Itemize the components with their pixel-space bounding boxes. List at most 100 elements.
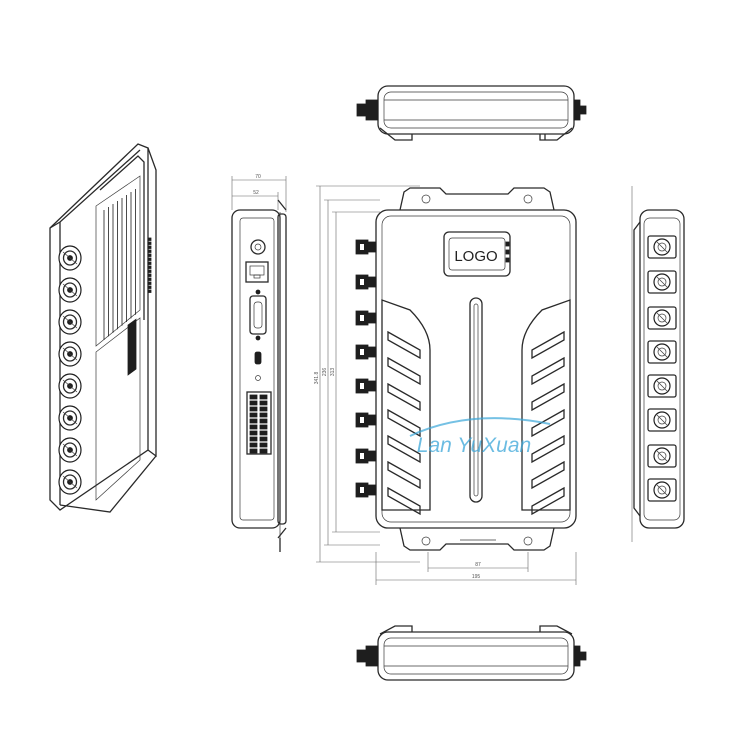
fin-right xyxy=(531,460,565,490)
io-side-body xyxy=(231,209,281,529)
terminal-pin xyxy=(259,430,268,436)
side-connector-icon xyxy=(647,374,677,398)
db9-serial-port-icon xyxy=(249,289,267,341)
dim-height-body: 313 xyxy=(330,368,336,377)
top-view-connector-right xyxy=(573,99,587,121)
io-side-view: 70 52 xyxy=(231,174,287,552)
fin-left xyxy=(387,460,421,490)
watermark: Lan YuXuan xyxy=(409,417,551,457)
terminal-pin xyxy=(259,436,268,442)
front-body-outline xyxy=(375,209,577,529)
gpio-terminal-block xyxy=(246,391,272,455)
antenna-connector-icon xyxy=(355,310,377,326)
side-connector-icon xyxy=(647,270,677,294)
antenna-connector-icon xyxy=(355,378,377,394)
terminal-frame xyxy=(246,391,272,455)
terminal-pin xyxy=(259,406,268,412)
antenna-connector-icon xyxy=(355,482,377,498)
dim-height-total: 341.8 xyxy=(314,372,320,385)
fin-right xyxy=(531,356,565,386)
watermark-text: Lan YuXuan xyxy=(417,434,531,457)
isometric-view xyxy=(49,143,157,513)
side-connector-icon xyxy=(647,306,677,330)
fin-left xyxy=(387,356,421,386)
left-fin-housing xyxy=(381,299,431,511)
terminal-pin xyxy=(259,394,268,400)
side-antenna-connectors xyxy=(647,235,677,502)
fin-left xyxy=(387,434,421,464)
terminal-pin xyxy=(249,406,258,412)
side-connector-icon xyxy=(647,408,677,432)
reset-hole-icon xyxy=(255,375,261,381)
vent-dot xyxy=(147,237,152,241)
terminal-pin xyxy=(259,412,268,418)
iso-connector-icon xyxy=(58,341,82,367)
fin-right xyxy=(531,330,565,360)
dim-top-left-b: 52 xyxy=(253,190,259,196)
iso-vent-dots xyxy=(147,237,152,293)
top-mount-hole-left xyxy=(421,194,431,204)
vent-dot xyxy=(147,281,152,285)
terminal-pin xyxy=(249,412,258,418)
vent-dot xyxy=(147,253,152,257)
terminal-pin xyxy=(249,430,258,436)
terminal-pin xyxy=(259,442,268,448)
vent-dot xyxy=(147,241,152,245)
terminal-pin xyxy=(249,436,258,442)
iso-label-area xyxy=(127,318,137,376)
terminal-pin xyxy=(249,418,258,424)
bottom-view-connector-right xyxy=(573,645,587,667)
iso-heatsink-fins xyxy=(103,189,136,340)
side-connector-icon xyxy=(647,444,677,468)
iso-connector-icon xyxy=(58,437,82,463)
vent-dot xyxy=(147,277,152,281)
bottom-view xyxy=(356,625,587,681)
terminal-pin xyxy=(249,448,258,454)
side-connector-icon xyxy=(647,235,677,259)
dim-bottom-total: 195 xyxy=(472,574,481,580)
logo-text: LOGO xyxy=(454,248,497,265)
bottom-mount-hole-left xyxy=(421,536,431,546)
vent-dot xyxy=(147,289,152,293)
front-antenna-connectors xyxy=(355,239,377,498)
terminal-pin xyxy=(249,394,258,400)
left-cooling-fins xyxy=(387,330,421,516)
fin-left xyxy=(387,408,421,438)
right-side-body xyxy=(639,209,685,529)
logo-plate: LOGO xyxy=(443,231,511,277)
right-fin-housing xyxy=(521,299,571,511)
terminal-pin xyxy=(259,400,268,406)
right-cooling-fins xyxy=(531,330,565,516)
power-jack-icon xyxy=(250,239,266,255)
vent-dot xyxy=(147,273,152,277)
fin-right xyxy=(531,434,565,464)
terminal-pin xyxy=(249,424,258,430)
vent-dot xyxy=(147,257,152,261)
vent-dot xyxy=(147,269,152,273)
fin-left xyxy=(387,382,421,412)
iso-connector-icon xyxy=(58,469,82,495)
terminal-pin xyxy=(259,424,268,430)
top-mount-hole-right xyxy=(523,194,533,204)
dim-bottom-inner: 87 xyxy=(475,562,481,568)
iso-connector-icon xyxy=(58,309,82,335)
ethernet-port-icon xyxy=(245,261,269,283)
side-connector-icon xyxy=(647,478,677,502)
fin-left xyxy=(387,486,421,516)
antenna-connector-icon xyxy=(355,412,377,428)
fin-left xyxy=(387,330,421,360)
iso-connector-icon xyxy=(58,277,82,303)
vent-dot xyxy=(147,249,152,253)
status-light-bar xyxy=(469,297,483,503)
vent-dot xyxy=(147,245,152,249)
front-view: 341.8 236 313 87 195 LOGO xyxy=(314,185,577,585)
dim-top-left-a: 70 xyxy=(255,174,261,180)
iso-connector-icon xyxy=(58,373,82,399)
top-view-connector xyxy=(356,99,379,121)
top-view xyxy=(356,85,587,141)
iso-antenna-connectors xyxy=(58,245,82,495)
bottom-view-connector xyxy=(356,645,379,667)
side-connector-icon xyxy=(647,340,677,364)
bottom-mounting-ear xyxy=(399,527,555,551)
